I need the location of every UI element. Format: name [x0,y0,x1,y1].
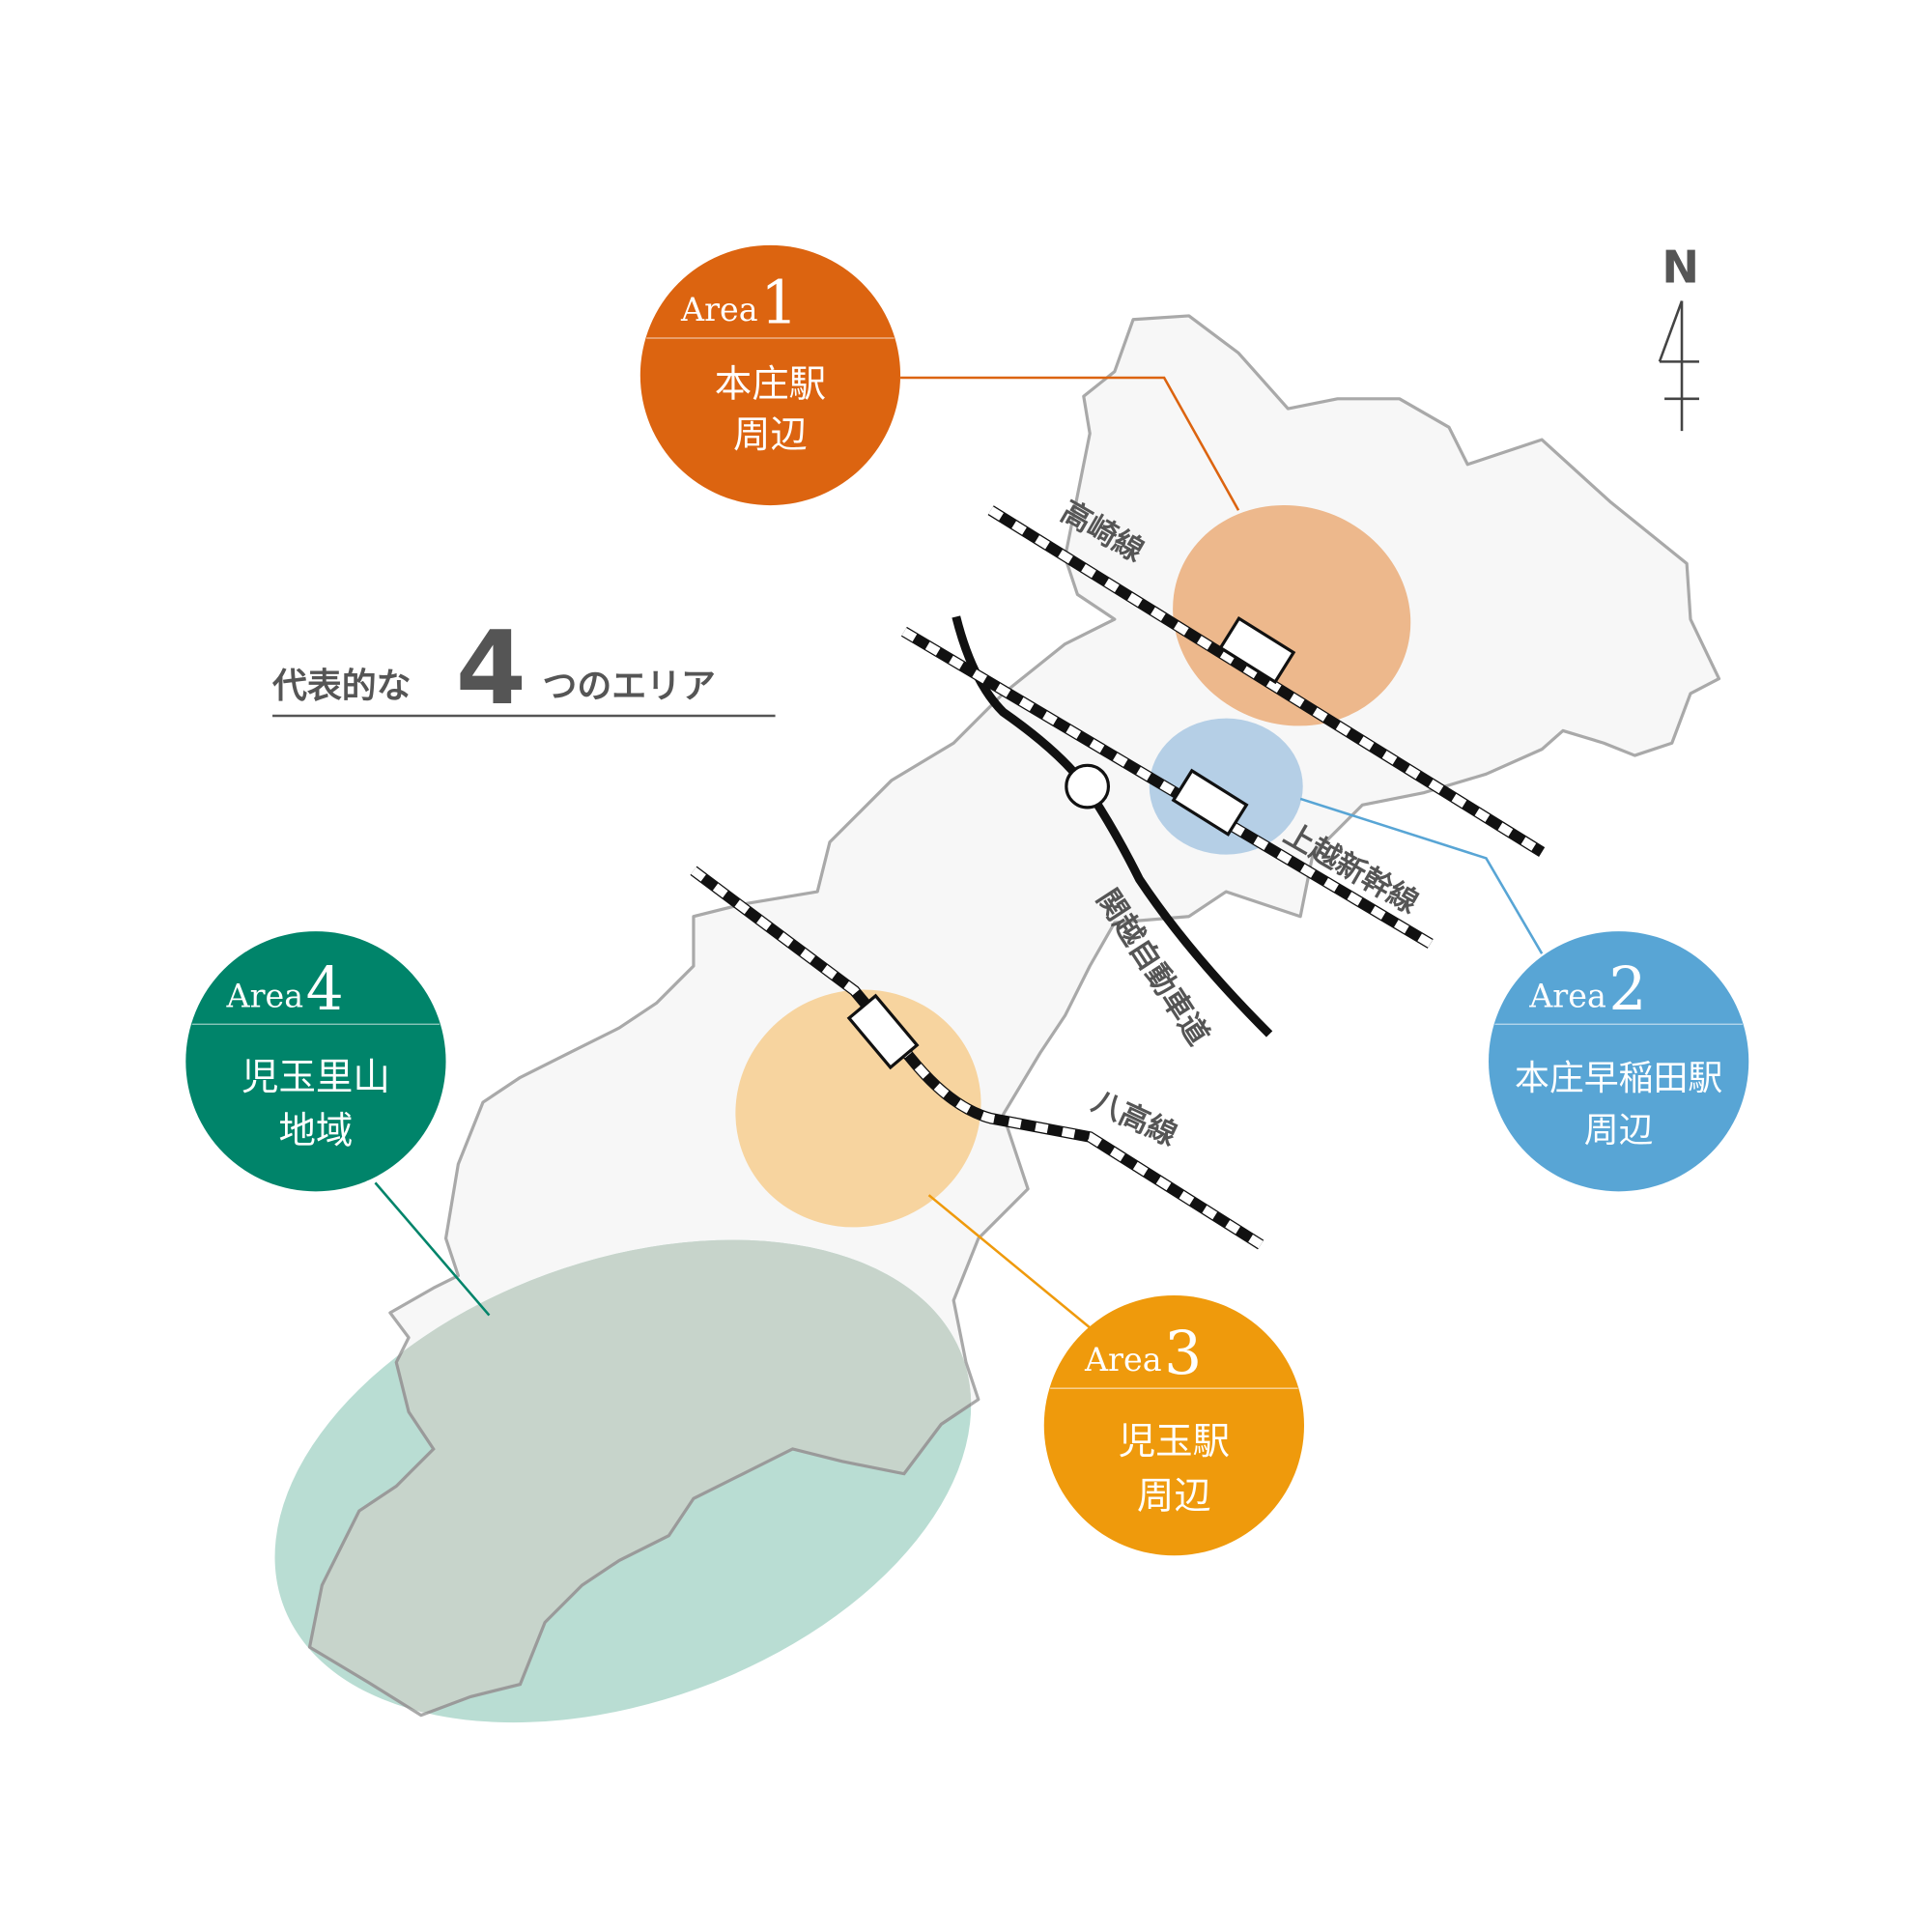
area1-number: 1 [760,269,798,338]
area4-badge[interactable]: Area 4 児玉里山 地域 [185,931,446,1192]
area3-zone [735,989,981,1228]
area4-name-line1: 児玉里山 [242,1056,390,1099]
hachiko-line [690,866,1264,1250]
takasaki-line [987,505,1546,857]
area3-label: Area [1084,1341,1162,1378]
area1-name-line2: 周辺 [733,413,808,457]
area4-leader [374,1181,491,1317]
title-prefix: 代表的な [271,667,412,706]
title-suffix: つのエリア [543,667,716,706]
area3-badge[interactable]: Area 3 児玉駅 周辺 [1043,1295,1304,1556]
joetsu-shinkansen-line [900,626,1434,949]
honjo-station-icon [1218,615,1296,685]
area2-badge[interactable]: Area 2 本庄早稲田駅 周辺 [1489,931,1749,1192]
compass-label: N [1662,241,1699,293]
area4-label: Area [226,977,304,1014]
area1-zone [1173,504,1411,726]
area2-name-line1: 本庄早稲田駅 [1515,1059,1722,1098]
north-arrow-icon: N [1658,241,1699,432]
area1-leader [900,376,1240,511]
kodama-station-icon [846,993,920,1070]
area4-number: 4 [306,954,344,1024]
area2-label: Area [1528,977,1606,1014]
area3-name-line2: 周辺 [1137,1475,1211,1519]
page-title: 代表的な 4 つのエリア [271,609,776,727]
area1-label: Area [680,291,758,328]
area2-name-line2: 周辺 [1584,1111,1654,1151]
area3-name-line1: 児玉駅 [1119,1420,1230,1463]
honjo-waseda-station-icon [1171,768,1249,837]
area2-zone [1149,718,1303,855]
area4-name-line2: 地域 [278,1109,353,1152]
interchange-icon [1065,763,1111,810]
area4-mountain-region [307,1150,1038,1718]
area3-number: 3 [1164,1319,1202,1388]
area2-number: 2 [1608,954,1646,1024]
title-number: 4 [456,609,526,727]
area1-badge[interactable]: Area 1 本庄駅 周辺 [639,244,901,506]
area1-name-line1: 本庄駅 [715,362,826,406]
area3-leader [927,1194,1092,1329]
area2-leader [1299,797,1544,954]
